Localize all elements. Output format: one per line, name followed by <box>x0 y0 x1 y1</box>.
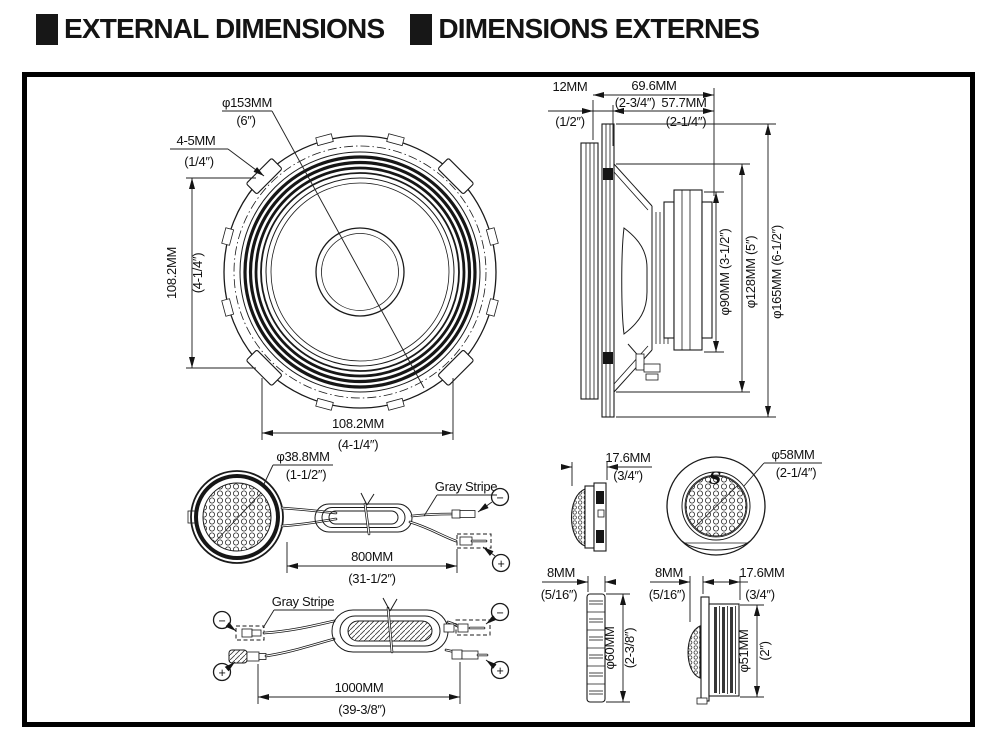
dim-label: φ38.8MM <box>276 449 329 464</box>
terminal-lugs <box>627 343 661 381</box>
dim-label-inches: (1-1/2″) <box>286 467 327 482</box>
dim-label: 12MM <box>553 79 588 94</box>
dim-label: φ153MM <box>222 95 272 110</box>
drawing-frame: φ153MM (6″) 4-5MM (1/4″) 108.2MM (4-1/4″… <box>22 72 975 727</box>
page-title-en: EXTERNAL DIMENSIONS <box>64 13 385 44</box>
gray-stripe-label: Gray Stripe <box>272 594 335 609</box>
minus-icon: − <box>497 491 504 505</box>
dim-label-inches: (2″) <box>757 641 772 660</box>
minus-terminal-right: − <box>443 602 510 636</box>
tweeter-depth-dimension: 17.6MM (3/4″) <box>561 450 652 486</box>
woofer-front-view: φ153MM (6″) 4-5MM (1/4″) 108.2MM (4-1/4″… <box>164 95 499 452</box>
dim-label: φ60MM <box>602 626 617 669</box>
depth-dimensions: 69.6MM (2-3/4″) 12MM (1/2″) 57.7MM (2-1/… <box>548 78 715 196</box>
dim-label-inches: (5/16″) <box>649 587 685 602</box>
flush-cup-view: 8MM (5/16″) 17.6MM (3/4″) φ51MM (2″) <box>649 565 785 705</box>
dim-label-inches: (3/4″) <box>613 468 643 483</box>
dimension-drawing: φ153MM (6″) 4-5MM (1/4″) 108.2MM (4-1/4″… <box>164 78 822 717</box>
dim-label: φ51MM <box>736 629 751 672</box>
plus-icon: + <box>497 664 504 678</box>
title-french: DIMENSIONS EXTERNES <box>410 13 760 45</box>
dim-label-inches: (4-1/4″) <box>338 437 379 452</box>
tweeter-diameter-dimension: φ38.8MM (1-1/2″) <box>263 449 333 485</box>
cutout-diameter-dimension: φ153MM (6″) <box>222 95 425 389</box>
dim-label-inches: (2-1/4″) <box>776 465 817 480</box>
cup-depth-dimensions: 8MM (5/16″) 17.6MM (3/4″) <box>649 565 785 622</box>
gray-stripe-label: Gray Stripe <box>435 479 498 494</box>
gray-stripe-callout: Gray Stripe <box>423 479 498 517</box>
woofer-side-view: 69.6MM (2-3/4″) 12MM (1/2″) 57.7MM (2-1/… <box>548 78 784 418</box>
plus-terminal-left: + <box>212 649 267 682</box>
dim-label: φ128MM (5″) <box>743 236 758 309</box>
mount-height-dimension: 108.2MM (4-1/4″) <box>164 177 256 369</box>
dim-label: 57.7MM <box>661 95 706 110</box>
dim-label-inches: (39-3/8″) <box>338 702 385 717</box>
dim-label: 800MM <box>351 549 393 564</box>
plus-icon: + <box>498 557 505 571</box>
crossover-cable-view: − + Gray Stripe <box>212 594 510 717</box>
minus-terminal: − <box>451 487 510 519</box>
dim-label: 69.6MM <box>631 78 676 93</box>
dim-label: φ165MM (6-1/2″) <box>769 225 784 319</box>
page-header: EXTERNAL DIMENSIONS DIMENSIONS EXTERNES <box>36 13 760 45</box>
plus-icon: + <box>219 666 226 680</box>
dim-label: 17.6MM <box>605 450 650 465</box>
tweeter-side-view: 17.6MM (3/4″) <box>561 450 652 552</box>
dim-label-inches: (5/16″) <box>541 587 577 602</box>
title-english: EXTERNAL DIMENSIONS <box>36 13 385 45</box>
cable-coil <box>331 597 449 654</box>
dim-label-inches: (1/2″) <box>555 114 585 129</box>
minus-terminal-left: − <box>212 610 265 641</box>
dim-label: 8MM <box>655 565 683 580</box>
diameter-dimensions: φ90MM (3-1/2″) φ128MM (5″) φ165MM (6-1/2… <box>616 123 784 418</box>
spacer-ring-view: 8MM (5/16″) φ60MM (2-3/8″) <box>541 565 637 703</box>
cup-diameter-dimension: φ51MM (2″) <box>736 604 772 698</box>
dim-label-inches: (1/4″) <box>184 154 214 169</box>
cable-length-dimension: 1000MM (39-3/8″) <box>257 662 461 717</box>
dim-label-inches: (2-3/8″) <box>622 628 637 669</box>
dim-label-inches: (2-1/4″) <box>666 114 707 129</box>
plus-terminal-right: + <box>451 649 510 680</box>
dim-label-inches: (31-1/2″) <box>348 571 395 586</box>
ring-diameter-dimension: φ60MM (2-3/8″) <box>602 593 637 703</box>
tweeter-cable-view: φ38.8MM (1-1/2″) Gray Stripe <box>187 449 511 586</box>
dim-label: 108.2MM <box>164 247 179 299</box>
cable-coil <box>314 492 413 536</box>
dim-label-inches: (6″) <box>236 113 255 128</box>
tweeter-front-view: S φ58MM (2-1/4″) <box>666 447 822 556</box>
cable-length-dimension: 800MM (31-1/2″) <box>286 542 458 586</box>
gray-stripe-callout: Gray Stripe <box>262 594 335 629</box>
minus-icon: − <box>497 606 504 620</box>
minus-icon: − <box>219 614 226 628</box>
s-logo: S <box>709 469 721 489</box>
dim-label: 17.6MM <box>739 565 784 580</box>
dim-label: 8MM <box>547 565 575 580</box>
ring-depth-dimension: 8MM (5/16″) <box>541 565 616 602</box>
dim-label: φ90MM (3-1/2″) <box>717 229 732 316</box>
page-title-fr: DIMENSIONS EXTERNES <box>438 13 760 44</box>
dim-label: 4-5MM <box>177 133 216 148</box>
plus-terminal: + <box>456 533 511 573</box>
dim-label: 108.2MM <box>332 416 384 431</box>
dim-label: 1000MM <box>335 680 384 695</box>
mount-width-dimension: 108.2MM (4-1/4″) <box>261 378 454 452</box>
dim-label-inches: (3/4″) <box>745 587 775 602</box>
black-square-icon <box>36 13 58 45</box>
dim-label: φ58MM <box>771 447 814 462</box>
tweeter-front-diameter-dimension: φ58MM (2-1/4″) <box>743 447 822 487</box>
dim-label-inches: (2-3/4″) <box>615 95 656 110</box>
dim-label-inches: (4-1/4″) <box>190 253 205 294</box>
tab-thickness-dimension: 4-5MM (1/4″) <box>170 133 265 177</box>
black-square-icon <box>410 13 433 45</box>
